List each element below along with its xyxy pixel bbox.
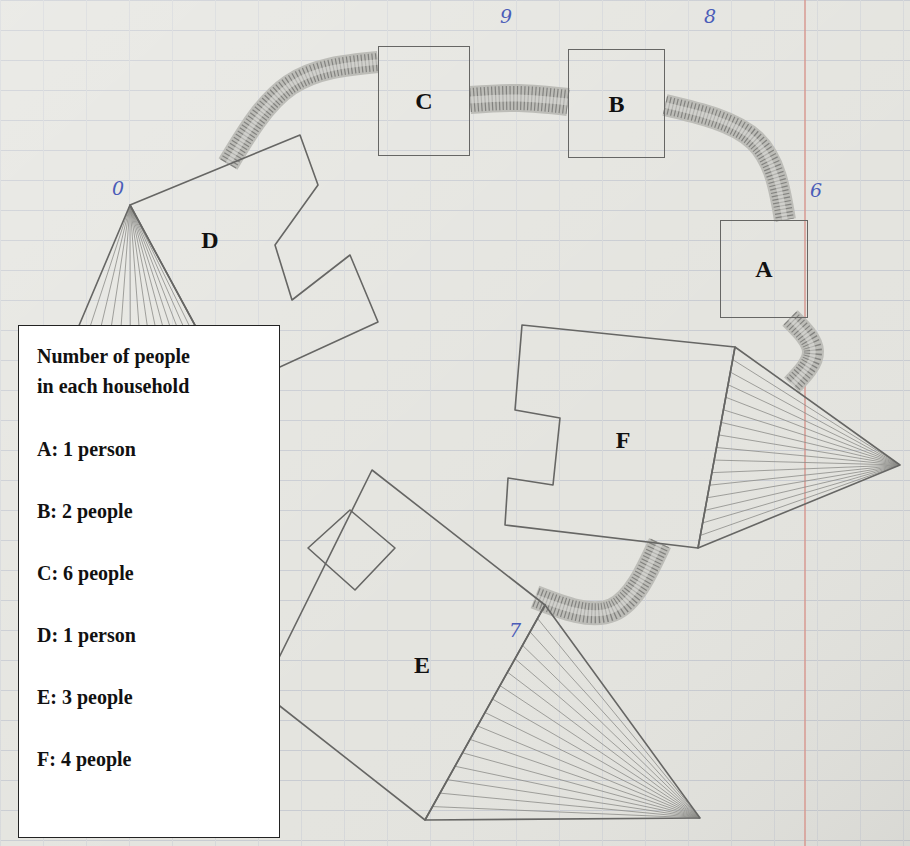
legend-entry: A: 1 person [37, 434, 261, 464]
pencil-hatching [535, 543, 660, 613]
roof-hatching [500, 686, 700, 818]
band-highlight [790, 318, 813, 385]
walkway-connector [790, 318, 813, 385]
walkway-band [535, 543, 660, 613]
roof-hatching [433, 807, 701, 818]
legend-entry: C: 6 people [37, 558, 261, 588]
house-box: A [720, 220, 808, 318]
pencil-outline [505, 325, 735, 548]
house-shape: E [255, 462, 705, 824]
legend-box: Number of people in each household A: 1 p… [18, 325, 280, 838]
house-outline [500, 320, 905, 555]
roof-hatching [485, 713, 700, 819]
corner-number: 7 [509, 619, 521, 641]
house-box: C [378, 46, 470, 156]
house-letter: B [608, 90, 624, 118]
house-letter: C [415, 87, 432, 115]
corner-number: 8 [704, 5, 716, 27]
roof-hatching [455, 766, 700, 818]
roof-hatching [721, 422, 900, 465]
band-highlight [228, 62, 378, 164]
house-letter: E [414, 651, 430, 679]
roof-hatching [463, 753, 701, 818]
roof-hatching [703, 465, 900, 523]
house-outline [255, 462, 705, 824]
pencil-hatching [228, 62, 378, 164]
walkway-connector [228, 62, 378, 164]
pencil-outline [262, 470, 545, 820]
legend-heading: Number of people in each household [37, 341, 207, 401]
roof-hatching [493, 699, 701, 818]
corner-number: 9 [500, 5, 512, 27]
roof-hatching [714, 460, 900, 465]
walkway-band [470, 98, 568, 102]
house-letter: F [616, 426, 631, 454]
roof-hatching [700, 465, 900, 535]
house-letter: D [201, 226, 218, 254]
legend-entry: F: 4 people [37, 744, 261, 774]
roof-hatching [733, 360, 900, 465]
roof-hatching [538, 618, 701, 818]
legend-entry: E: 3 people [37, 682, 261, 712]
band-highlight [665, 105, 785, 220]
walkway-connector [665, 105, 785, 220]
house-letter: A [755, 255, 772, 283]
pencil-hatching [665, 105, 785, 220]
walkway-connector [470, 98, 568, 102]
roof-hatching [508, 672, 701, 818]
house-box: B [568, 49, 665, 158]
roof-hatching [530, 632, 700, 818]
roof-hatching [86, 205, 130, 339]
band-highlight [535, 543, 660, 613]
pencil-outline [308, 510, 395, 590]
pencil-outline [698, 347, 900, 548]
pencil-hatching [790, 318, 813, 385]
roof-hatching [705, 465, 900, 510]
pencil-outline [425, 605, 700, 820]
roof-hatching [707, 465, 900, 498]
legend-entry: D: 1 person [37, 620, 261, 650]
house-shape: F [500, 320, 905, 555]
corner-number: 0 [112, 177, 124, 199]
legend-entry: B: 2 people [37, 496, 261, 526]
band-highlight [470, 98, 568, 102]
walkway-band [665, 105, 785, 220]
roof-hatching [728, 385, 900, 465]
roof-hatching [470, 739, 700, 818]
walkway-band [228, 62, 378, 164]
walkway-connector [535, 543, 660, 613]
roof-hatching [726, 397, 900, 465]
walkway-band [790, 318, 813, 385]
margin-line [804, 0, 806, 846]
pencil-hatching [470, 98, 568, 102]
corner-number: 6 [810, 179, 822, 201]
roof-hatching [440, 793, 700, 818]
